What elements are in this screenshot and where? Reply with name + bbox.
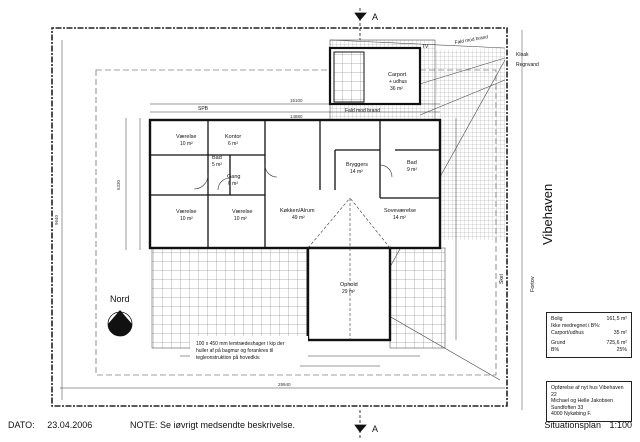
- stat-ikke-medregnet-label: Ikke medregnet i B%:: [551, 323, 601, 329]
- room-bryggers: Bryggers: [346, 162, 368, 168]
- fald-label-1: Fald mod brand: [345, 108, 380, 114]
- section-mark-top: A: [372, 12, 378, 22]
- skel-label-e: Skel: [499, 274, 505, 284]
- roof-ridges: [307, 197, 391, 340]
- section-mark-bottom: A: [372, 424, 378, 434]
- room-soveroom: Soveværelse: [384, 208, 416, 214]
- dim-building: 15100: [290, 98, 303, 103]
- stat-bolig-value: 161,5 m²: [606, 316, 627, 322]
- carport-shed: [333, 51, 365, 103]
- owner-line-4: 4000 Nykøbing F.: [551, 411, 592, 418]
- kloak-label: Kloak: [516, 52, 529, 58]
- plot-boundary: [51, 27, 508, 407]
- spb-label: SPB: [198, 106, 209, 112]
- fortov-label: Fortov: [530, 276, 536, 292]
- north-label: Nord: [110, 294, 130, 304]
- ophold-outline: [306, 246, 392, 342]
- room-kontor: Kontor: [225, 134, 241, 140]
- tv-label: TV: [422, 44, 429, 50]
- owner-line-2: Michael og Helle Jakobsen: [551, 398, 613, 405]
- stat-bolig-label: Bolig: [551, 316, 563, 322]
- note-line-1: 100 x 450 mm lemtrædeshager i kip der: [196, 341, 285, 347]
- date-label: DATO:: [8, 420, 35, 430]
- drawing-scale: 1:100: [609, 420, 632, 430]
- owner-box: Opførelse af nyt hus Vibehaven 22 Michae…: [546, 381, 632, 422]
- room-soveroom-area: 14 m²: [393, 215, 406, 221]
- room-kontor-area: 6 m²: [228, 141, 238, 147]
- dim-d2: 9640: [54, 214, 59, 225]
- room-bad-w: Bad: [212, 155, 222, 161]
- room-vaerelse-s-area: 10 m²: [234, 216, 247, 222]
- paving-east: [435, 48, 505, 240]
- stat-grund-value: 725,6 m²: [606, 340, 627, 346]
- date-value: 23.04.2006: [47, 420, 93, 430]
- door-swings: [193, 164, 393, 191]
- room-ophold: Ophold: [340, 282, 358, 288]
- room-koekken: Køkken/Alrum: [280, 208, 315, 214]
- fald-label-2: Fald mod brand: [454, 34, 488, 46]
- stat-carport-label: Carport/udhus: [551, 330, 584, 336]
- room-gang-area: 6 m²: [228, 181, 238, 187]
- date-field: DATO: 23.04.2006: [8, 420, 92, 430]
- stat-bebyggelse-value: 25%: [616, 347, 627, 353]
- room-vaerelse-nw: Værelse: [176, 134, 196, 140]
- note-box: [190, 336, 308, 364]
- stat-ikke-medregnet: Ikke medregnet i B%:: [551, 323, 627, 330]
- footer-note: NOTE: Se iøvrigt medsendte beskrivelse.: [130, 420, 296, 430]
- terrace-south-east: [389, 247, 446, 349]
- room-vaerelse-sw: Værelse: [176, 209, 196, 215]
- owner-line-3: Sundfoften 33: [551, 404, 584, 411]
- room-koekken-area: 49 m²: [292, 215, 305, 221]
- owner-line-1: Opførelse af nyt hus Vibehaven 22: [551, 385, 624, 398]
- room-bad-e-area: 9 m²: [407, 167, 417, 173]
- room-ophold-area: 29 m²: [342, 289, 355, 295]
- room-bad-e: Bad: [407, 160, 417, 166]
- note-line-3: tegleonstruktion på hovedkiv.: [196, 354, 260, 361]
- north-arrow-icon: [107, 310, 133, 337]
- room-vaerelse-nw-area: 10 m²: [180, 141, 193, 147]
- carport-name: Carport: [388, 72, 407, 78]
- dim-d1: 5330: [116, 179, 121, 190]
- carport-area: 36 m²: [390, 86, 403, 92]
- drawing-title-text: Situationsplan: [544, 420, 601, 430]
- stat-carport-value: 35 m²: [613, 330, 627, 336]
- stat-grund: Grund 725,6 m²: [551, 340, 627, 347]
- street-name: Vibehaven: [540, 184, 555, 245]
- regnvand-label: Regnvand: [516, 62, 539, 68]
- area-stats-box: Bolig 161,5 m² Ikke medregnet i B%: Carpo…: [546, 312, 632, 358]
- section-mark-bottom-icon: [354, 410, 367, 438]
- dim-overall: 29940: [278, 382, 291, 387]
- room-vaerelse-sw-area: 10 m²: [180, 216, 193, 222]
- room-bryggers-area: 14 m²: [350, 169, 363, 175]
- section-mark-top-icon: [354, 8, 367, 40]
- interior-walls: [150, 120, 440, 248]
- room-gang: Gang: [227, 174, 240, 180]
- stat-bolig: Bolig 161,5 m²: [551, 316, 627, 323]
- stat-bebyggelse: B% 25%: [551, 347, 627, 354]
- stat-carport: Carport/udhus 35 m²: [551, 330, 627, 337]
- dim-inner: 14880: [290, 114, 303, 119]
- stat-grund-label: Grund: [551, 340, 566, 346]
- room-bad-w-area: 5 m²: [212, 162, 222, 168]
- house-outline: [148, 118, 442, 250]
- room-vaerelse-s: Værelse: [232, 209, 252, 215]
- note-line-2: huller af på bagmur og forankres til: [196, 347, 273, 354]
- stat-bebyggelse-label: B%: [551, 347, 560, 353]
- terrace-south: [151, 247, 308, 349]
- drawing-title: Situationsplan 1:100: [544, 420, 632, 430]
- carport-sub: + udhus: [389, 79, 407, 85]
